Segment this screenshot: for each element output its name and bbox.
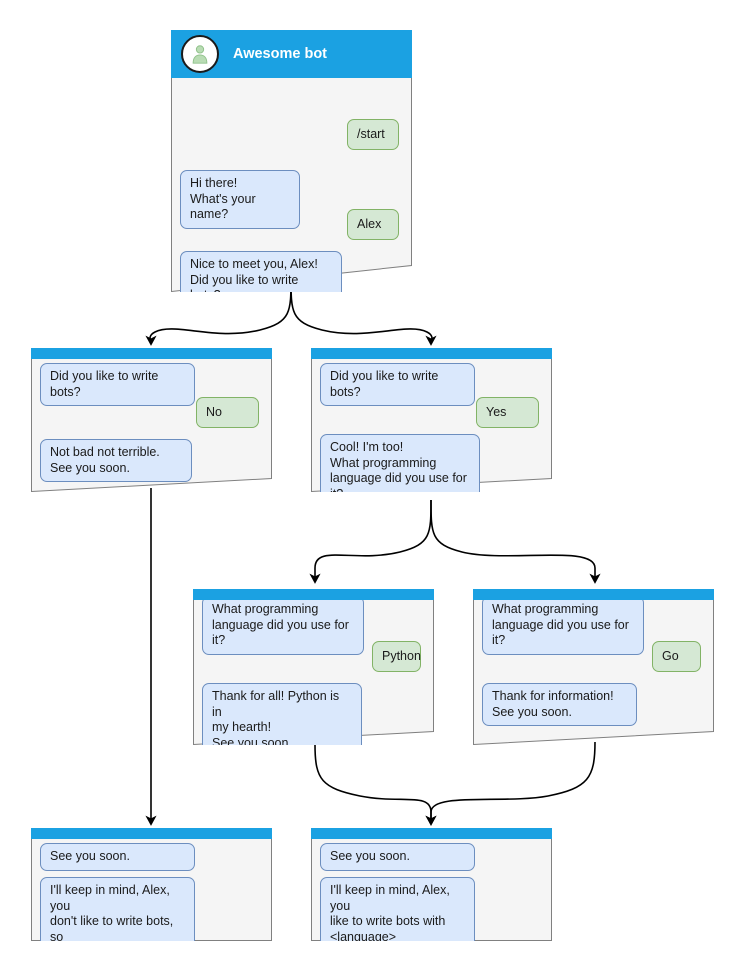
message-bubble-bot[interactable]: Hi there! What's your name? [180, 170, 300, 229]
message-bubble-user[interactable]: Yes [476, 397, 539, 428]
message-bubble-user[interactable]: /start [347, 119, 399, 150]
edge-python-to-end-happy [314, 744, 437, 826]
message-bubble-bot[interactable]: Not bad not terrible. See you soon. [40, 439, 192, 482]
message-bubble-bot[interactable]: Did you like to write bots? [320, 363, 475, 406]
message-bubble-bot[interactable]: Thank for information! See you soon. [482, 683, 637, 726]
message-bubble-bot[interactable]: What programming language did you use fo… [482, 600, 644, 655]
node-answer-no[interactable]: Did you like to write bots? No Not bad n… [31, 348, 272, 492]
node-lang-go[interactable]: What programming language did you use fo… [473, 589, 714, 745]
node-end-sad-screen: See you soon. I'll keep in mind, Alex, y… [31, 839, 272, 941]
message-bubble-bot[interactable]: Thank for all! Python is in my hearth! S… [202, 683, 362, 745]
node-lang-python-screen: What programming language did you use fo… [193, 600, 434, 745]
message-bubble-user[interactable]: Python [372, 641, 421, 672]
message-bubble-bot[interactable]: See you soon. [40, 843, 195, 871]
node-end-sad-header [31, 828, 272, 839]
node-end-happy-header [311, 828, 552, 839]
message-bubble-bot[interactable]: Nice to meet you, Alex! Did you like to … [180, 251, 342, 292]
edge-yes-to-python [309, 499, 432, 584]
node-answer-no-screen: Did you like to write bots? No Not bad n… [31, 359, 272, 492]
message-bubble-user[interactable]: No [196, 397, 259, 428]
message-bubble-bot[interactable]: I'll keep in mind, Alex, you don't like … [40, 877, 195, 941]
person-avatar-icon [181, 35, 219, 73]
node-end-sad[interactable]: See you soon. I'll keep in mind, Alex, y… [31, 828, 272, 941]
node-answer-yes-header [311, 348, 552, 359]
node-start[interactable]: Awesome bot /start Hi there! What's your… [171, 30, 412, 292]
edge-go-to-end-happy [425, 741, 596, 826]
node-end-happy-screen: See you soon. I'll keep in mind, Alex, y… [311, 839, 552, 941]
node-answer-no-header [31, 348, 272, 359]
message-bubble-user[interactable]: Alex [347, 209, 399, 240]
message-bubble-bot[interactable]: What programming language did you use fo… [202, 600, 364, 655]
node-answer-yes-screen: Did you like to write bots? Yes Cool! I'… [311, 359, 552, 492]
bot-title: Awesome bot [233, 46, 328, 62]
message-bubble-user[interactable]: Go [652, 641, 701, 672]
edge-yes-to-go [430, 499, 601, 584]
node-lang-python-header [193, 589, 434, 600]
node-lang-go-screen: What programming language did you use fo… [473, 600, 714, 745]
node-start-header: Awesome bot [171, 30, 412, 78]
message-bubble-bot[interactable]: Cool! I'm too! What programming language… [320, 434, 480, 492]
node-lang-go-header [473, 589, 714, 600]
node-answer-yes[interactable]: Did you like to write bots? Yes Cool! I'… [311, 348, 552, 492]
message-bubble-bot[interactable]: Did you like to write bots? [40, 363, 195, 406]
node-end-happy[interactable]: See you soon. I'll keep in mind, Alex, y… [311, 828, 552, 941]
node-start-screen: /start Hi there! What's your name? Alex … [171, 78, 412, 292]
message-bubble-bot[interactable]: See you soon. [320, 843, 475, 871]
message-bubble-bot[interactable]: I'll keep in mind, Alex, you like to wri… [320, 877, 475, 941]
node-lang-python[interactable]: What programming language did you use fo… [193, 589, 434, 745]
